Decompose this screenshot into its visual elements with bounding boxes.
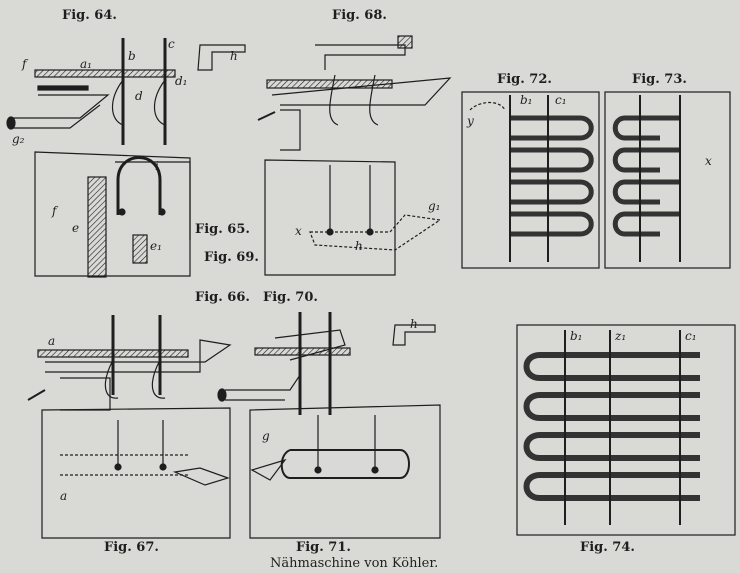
caption-fig72: Fig. 72. <box>497 72 552 87</box>
plate-title: Nähmaschine von Köhler. <box>270 556 439 571</box>
fig69-drawing <box>264 159 442 276</box>
label-a: a <box>48 334 55 348</box>
caption-fig65: Fig. 65. <box>195 222 250 237</box>
fig72-drawing <box>461 91 600 269</box>
caption-fig66: Fig. 66. <box>195 290 250 305</box>
label-y: y <box>466 114 474 128</box>
label-h-70: h <box>410 317 418 331</box>
label-c: c <box>168 37 175 51</box>
fig65-drawing <box>34 151 191 278</box>
label-c1: c₁ <box>555 93 567 107</box>
label-h-69: h <box>355 239 363 253</box>
caption-fig69: Fig. 69. <box>204 250 259 265</box>
label-c1-74: c₁ <box>685 329 697 343</box>
caption-fig71: Fig. 71. <box>296 540 351 555</box>
label-b: b <box>128 49 136 63</box>
label-a-67: a <box>60 489 67 503</box>
figure-labels: f a₁ b c d d₁ h g₂ f e e₁ i x g₁ h b₁ c₁… <box>12 37 712 503</box>
fig71-drawing <box>249 404 441 539</box>
label-g-71: g <box>262 429 270 443</box>
label-z1: z₁ <box>614 329 626 343</box>
fig68-drawing <box>257 35 452 151</box>
label-d: d <box>135 89 143 103</box>
caption-fig67: Fig. 67. <box>104 540 159 555</box>
caption-fig73: Fig. 73. <box>632 72 687 87</box>
caption-fig70: Fig. 70. <box>263 290 318 305</box>
label-i: i <box>155 159 159 173</box>
label-x-73: x <box>705 154 712 168</box>
label-b1-74: b₁ <box>570 329 583 343</box>
fig64-drawing <box>6 38 246 145</box>
label-e1: e₁ <box>150 239 162 253</box>
fig73-drawing <box>604 91 731 269</box>
fig70-drawing <box>217 312 436 415</box>
label-x: x <box>295 224 302 238</box>
label-e: e <box>72 221 79 235</box>
label-h: h <box>230 49 238 63</box>
label-b1: b₁ <box>520 93 533 107</box>
label-d1: d₁ <box>175 74 188 88</box>
label-g1: g₁ <box>428 199 441 213</box>
fig66-drawing <box>27 315 232 411</box>
caption-fig64: Fig. 64. <box>62 8 117 23</box>
label-f-65: f <box>51 204 59 218</box>
label-a1: a₁ <box>80 57 92 71</box>
caption-fig74: Fig. 74. <box>580 540 635 555</box>
fig67-drawing <box>41 407 231 539</box>
label-f: f <box>21 57 29 71</box>
fig74-drawing <box>516 324 736 536</box>
label-g2: g₂ <box>12 132 25 146</box>
caption-fig68: Fig. 68. <box>332 8 387 23</box>
